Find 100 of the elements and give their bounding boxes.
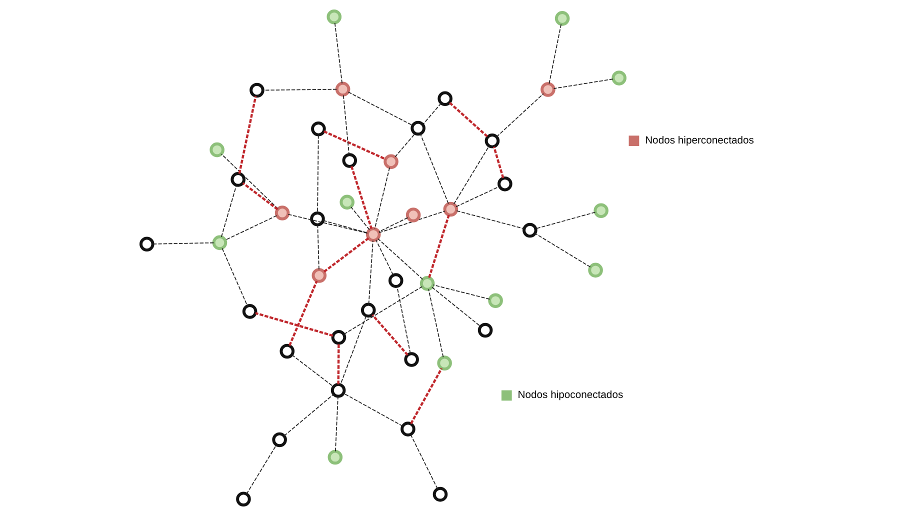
- connector: [262, 88, 337, 91]
- node-circle: [230, 172, 245, 187]
- connector: [456, 210, 524, 230]
- node-circle: [410, 120, 425, 136]
- node-circle: [360, 302, 376, 318]
- node-circle: [138, 236, 154, 252]
- connector: [350, 206, 370, 230]
- connector: [452, 146, 489, 205]
- node-circle: [365, 227, 380, 242]
- connector: [287, 214, 368, 234]
- connector: [350, 166, 372, 230]
- node-circle: [419, 276, 434, 291]
- connector: [238, 96, 256, 174]
- connector: [283, 394, 334, 436]
- node-circle: [310, 122, 326, 136]
- connector: [242, 182, 278, 210]
- connector: [378, 217, 408, 232]
- node-circle: [209, 142, 224, 158]
- connector: [552, 78, 613, 90]
- connector: [288, 280, 318, 346]
- connector: [336, 343, 340, 384]
- connector: [342, 94, 349, 155]
- connector: [371, 314, 408, 356]
- connector: [428, 214, 450, 278]
- node-circle: [404, 352, 418, 367]
- connector: [322, 130, 386, 160]
- node-circle: [484, 133, 500, 148]
- connector: [419, 133, 448, 204]
- node-circle: [279, 344, 294, 359]
- node-circle: [327, 450, 342, 465]
- connector: [221, 248, 248, 306]
- legend-label: Nodos hipoconectados: [517, 390, 623, 402]
- connector: [377, 238, 423, 280]
- node-circle: [611, 70, 626, 86]
- node-circle: [405, 208, 420, 222]
- connector: [342, 392, 403, 427]
- node-circle: [326, 10, 342, 24]
- connector: [428, 288, 444, 358]
- connector: [534, 233, 590, 268]
- connector: [343, 286, 422, 335]
- connector: [220, 154, 278, 210]
- node-circle: [242, 304, 257, 319]
- connector: [396, 286, 410, 354]
- node-circle: [383, 154, 398, 170]
- node-circle: [342, 153, 357, 168]
- legend-label: Nodos hiperconectados: [644, 136, 754, 147]
- connector: [378, 210, 445, 234]
- node-circle: [432, 486, 448, 502]
- connector: [254, 312, 333, 337]
- connector: [334, 22, 342, 84]
- connector: [455, 186, 500, 208]
- connector: [431, 286, 481, 327]
- connector: [347, 92, 413, 126]
- connector: [448, 102, 488, 138]
- connector: [394, 102, 442, 158]
- connector: [375, 240, 394, 276]
- node-circle: [249, 82, 264, 98]
- node-circle: [554, 11, 570, 26]
- connector: [246, 444, 276, 494]
- node-circle: [437, 91, 452, 106]
- node-circle: [339, 194, 354, 210]
- node-circle: [272, 432, 286, 448]
- node-circle: [212, 235, 227, 250]
- node-circle: [477, 322, 492, 338]
- connector: [316, 134, 318, 214]
- connector: [432, 284, 490, 300]
- connector: [492, 146, 504, 178]
- node-circle: [236, 492, 250, 506]
- node-circle: [593, 203, 608, 218]
- node-circle: [310, 212, 324, 226]
- node-circle: [497, 176, 512, 192]
- node-circle: [330, 330, 346, 345]
- node-circle: [436, 356, 452, 370]
- node-circle: [540, 82, 555, 97]
- connector: [224, 215, 277, 240]
- connector: [534, 212, 596, 230]
- connector: [410, 434, 438, 490]
- node-circle: [388, 273, 403, 288]
- connector: [374, 167, 390, 230]
- connector: [316, 224, 319, 270]
- node-circle: [442, 202, 458, 217]
- connector: [322, 220, 368, 234]
- node-circle: [488, 293, 502, 308]
- node-circle: [400, 422, 415, 436]
- node-circle: [588, 262, 602, 278]
- node-circle: [330, 382, 346, 398]
- connector: [290, 354, 334, 388]
- node-circle: [274, 206, 290, 220]
- connector: [368, 240, 373, 305]
- connector: [220, 185, 236, 238]
- connector: [152, 242, 214, 244]
- connector: [323, 237, 369, 273]
- connector: [410, 368, 442, 424]
- node-circle: [311, 268, 326, 283]
- node-circle: [522, 222, 537, 238]
- connector: [496, 93, 544, 138]
- connector: [548, 24, 562, 84]
- connector: [334, 396, 338, 452]
- connector: [339, 316, 366, 386]
- node-circle: [334, 82, 350, 97]
